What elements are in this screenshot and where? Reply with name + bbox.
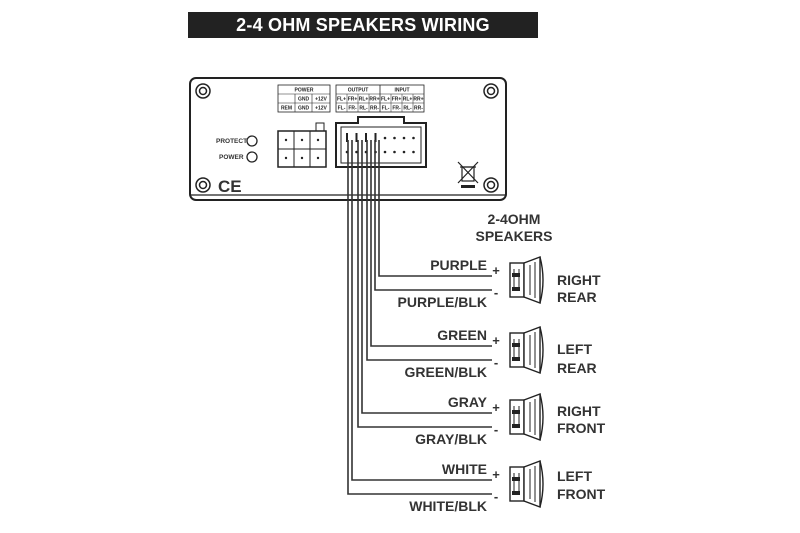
- power-cell: GND: [298, 106, 310, 112]
- negative-wire: [347, 140, 492, 495]
- speaker-icon: [509, 459, 544, 509]
- negative-wire-label: GREEN/BLK: [405, 364, 487, 380]
- positive-wire-label: GRAY: [448, 394, 488, 410]
- power-led-icon: [246, 151, 258, 163]
- pinout-cell: FL-: [338, 106, 346, 112]
- pinout-cell: FR+: [392, 97, 402, 103]
- pinout-cell: RL+: [359, 97, 369, 103]
- pinout-cell: FR-: [392, 106, 401, 112]
- power-connector: [277, 122, 327, 168]
- speaker-harness-connector: [335, 116, 427, 168]
- plus-sign: +: [492, 333, 500, 348]
- speaker-group: WHITE WHITE/BLK + - LEFT FRONT: [409, 459, 606, 514]
- power-cell: +12V: [315, 106, 327, 112]
- diagram-title: 2-4 OHM SPEAKERS WIRING CONFIGURATION: [188, 12, 538, 61]
- screw-icon: [483, 177, 499, 193]
- negative-wire: [374, 140, 492, 291]
- output-header: OUTPUT: [348, 88, 369, 94]
- speaker-name-line2: FRONT: [557, 420, 606, 436]
- pinout-cell: FL-: [382, 106, 390, 112]
- negative-wire-label: WHITE/BLK: [409, 498, 487, 514]
- protect-led-icon: [246, 135, 258, 147]
- pinout-cell: RR-: [370, 106, 379, 112]
- power-header: POWER: [295, 88, 314, 94]
- speaker-name-line2: REAR: [557, 289, 597, 305]
- screw-icon: [195, 177, 211, 193]
- speaker-name-line1: LEFT: [557, 468, 592, 484]
- pinout-cell: FL+: [381, 97, 390, 103]
- pinout-cell: RL-: [403, 106, 412, 112]
- speaker-icon: [509, 325, 544, 375]
- speaker-name-line2: FRONT: [557, 486, 606, 502]
- negative-wire: [366, 140, 492, 361]
- plus-sign: +: [492, 467, 500, 482]
- negative-wire-label: PURPLE/BLK: [398, 294, 487, 310]
- positive-wire: [378, 140, 492, 277]
- plus-sign: +: [492, 263, 500, 278]
- pinout-cell: RL-: [359, 106, 368, 112]
- speaker-name-line1: RIGHT: [557, 403, 601, 419]
- pinout-cell: FR-: [348, 106, 357, 112]
- pinout-cell: RR-: [414, 106, 423, 112]
- speaker-wires: [347, 140, 492, 495]
- pinout-cell: RL+: [403, 97, 413, 103]
- negative-wire: [357, 140, 492, 428]
- io-pinout-table: OUTPUT INPUT FL+FR+RL+RR+FL-FR-RL-RR-FL+…: [335, 84, 425, 113]
- speaker-icon: [509, 392, 544, 442]
- power-pinout-table: POWER GND +12V REM GND +12V: [277, 84, 331, 113]
- weee-bin-icon: [457, 161, 479, 188]
- positive-wire: [351, 140, 492, 481]
- negative-wire-label: GRAY/BLK: [415, 431, 487, 447]
- positive-wire-label: GREEN: [437, 327, 487, 343]
- positive-wire: [361, 140, 492, 414]
- minus-sign: -: [494, 422, 498, 437]
- pinout-cell: RR+: [369, 97, 379, 103]
- speaker-group: GREEN GREEN/BLK + - LEFT REAR: [405, 325, 597, 380]
- pinout-cell: FL+: [337, 97, 346, 103]
- power-cell: GND: [298, 97, 310, 103]
- protect-label: PROTECT: [216, 138, 247, 145]
- positive-wire: [370, 140, 492, 347]
- plus-sign: +: [492, 400, 500, 415]
- minus-sign: -: [494, 285, 498, 300]
- power-cell: +12V: [315, 97, 327, 103]
- pinout-cell: RR+: [413, 97, 423, 103]
- power-cell: REM: [281, 106, 292, 112]
- speakers-header-line2: SPEAKERS: [475, 228, 552, 244]
- power-label: POWER: [219, 154, 244, 161]
- ce-mark: CE: [218, 177, 242, 196]
- input-header: INPUT: [395, 88, 410, 94]
- speaker-name-line2: REAR: [557, 360, 597, 376]
- speakers-header-line1: 2-4OHM: [488, 211, 541, 227]
- screw-icon: [483, 83, 499, 99]
- positive-wire-label: PURPLE: [430, 257, 487, 273]
- speaker-icon: [509, 255, 544, 305]
- pinout-cell: FR+: [348, 97, 358, 103]
- screw-icon: [195, 83, 211, 99]
- speaker-name-line1: LEFT: [557, 341, 592, 357]
- minus-sign: -: [494, 355, 498, 370]
- speaker-name-line1: RIGHT: [557, 272, 601, 288]
- positive-wire-label: WHITE: [442, 461, 487, 477]
- minus-sign: -: [494, 489, 498, 504]
